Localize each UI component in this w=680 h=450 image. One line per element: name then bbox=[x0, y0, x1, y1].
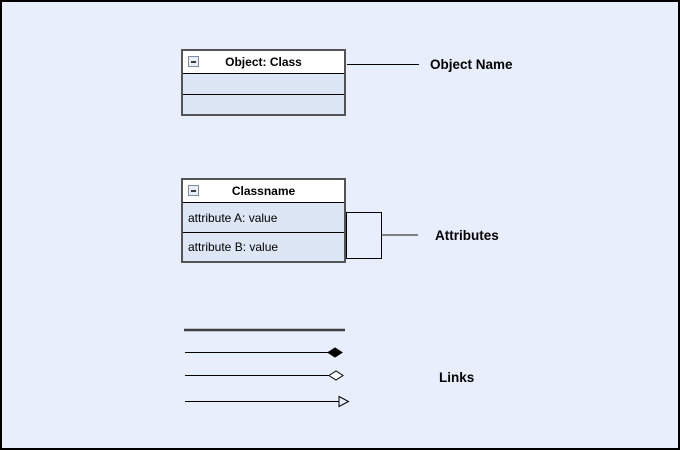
empty-compartment-row bbox=[183, 95, 344, 114]
collapse-minus-icon[interactable] bbox=[188, 56, 199, 67]
object-class-node[interactable]: Object: Class bbox=[181, 49, 346, 116]
attributes-label: Attributes bbox=[435, 228, 499, 243]
open-arrow-icon bbox=[338, 395, 350, 408]
attribute-row: attribute B: value bbox=[188, 240, 279, 254]
classname-node[interactable]: Classname attribute A: value attribute B… bbox=[181, 178, 346, 263]
empty-compartment-row bbox=[183, 74, 344, 95]
classname-box-title: Classname bbox=[231, 184, 296, 198]
object-box-title: Object: Class bbox=[225, 55, 302, 69]
collapse-minus-icon[interactable] bbox=[188, 185, 199, 196]
classname-box-header: Classname bbox=[183, 180, 344, 203]
attributes-bracket bbox=[346, 212, 382, 259]
hollow-diamond-icon bbox=[328, 370, 344, 381]
filled-diamond-icon bbox=[327, 347, 343, 358]
attribute-row: attribute A: value bbox=[183, 203, 344, 233]
minus-glyph bbox=[191, 60, 196, 63]
minus-glyph bbox=[191, 189, 196, 192]
object-box-header: Object: Class bbox=[183, 51, 344, 74]
object-name-label: Object Name bbox=[430, 57, 513, 72]
links-label: Links bbox=[439, 370, 475, 385]
